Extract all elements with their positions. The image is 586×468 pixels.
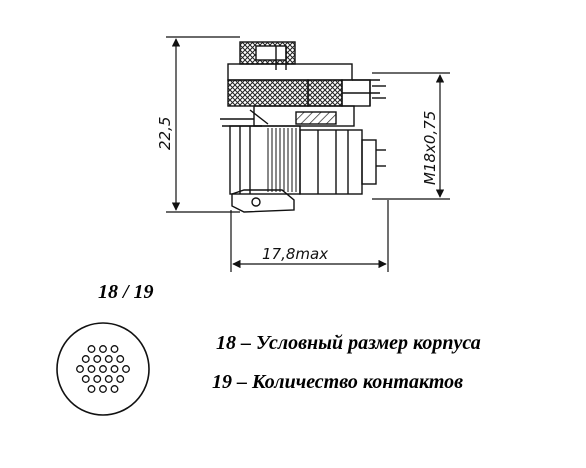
length-dimension [230, 200, 389, 272]
contact-pin [87, 385, 96, 393]
legend-item-contacts: 19 – Количество контактов [212, 371, 463, 393]
thread-dimension [372, 72, 450, 200]
contact-pin [110, 385, 119, 393]
height-dimension [166, 36, 240, 213]
contact-pin [87, 345, 96, 353]
legend-item-size: 18 – Условный размер корпуса [216, 332, 481, 354]
connector-body [220, 41, 386, 213]
contact-face [56, 322, 150, 416]
contact-pin [104, 355, 113, 363]
contact-pin [99, 365, 107, 373]
contact-pin [99, 385, 107, 393]
contact-pin [110, 345, 119, 353]
height-dimension-label: 22,5 [156, 117, 174, 150]
contact-pin [99, 345, 107, 353]
contact-pin [116, 375, 125, 383]
contact-pin [116, 355, 125, 363]
pinout-label: 18 / 19 [98, 281, 154, 303]
length-dimension-label: 17,8max [262, 245, 328, 263]
thread-dimension-label: M18x0,75 [421, 111, 439, 185]
contact-pin [81, 355, 90, 363]
knurl-lines [267, 128, 297, 192]
contact-pin [93, 375, 102, 383]
contact-pin [104, 375, 113, 383]
contact-pin [81, 375, 90, 383]
contact-pin [93, 355, 102, 363]
contact-pin [110, 365, 119, 373]
contact-pin [122, 365, 130, 373]
contact-pins [76, 345, 130, 393]
contact-pin [76, 365, 84, 373]
contact-pin [87, 365, 96, 373]
